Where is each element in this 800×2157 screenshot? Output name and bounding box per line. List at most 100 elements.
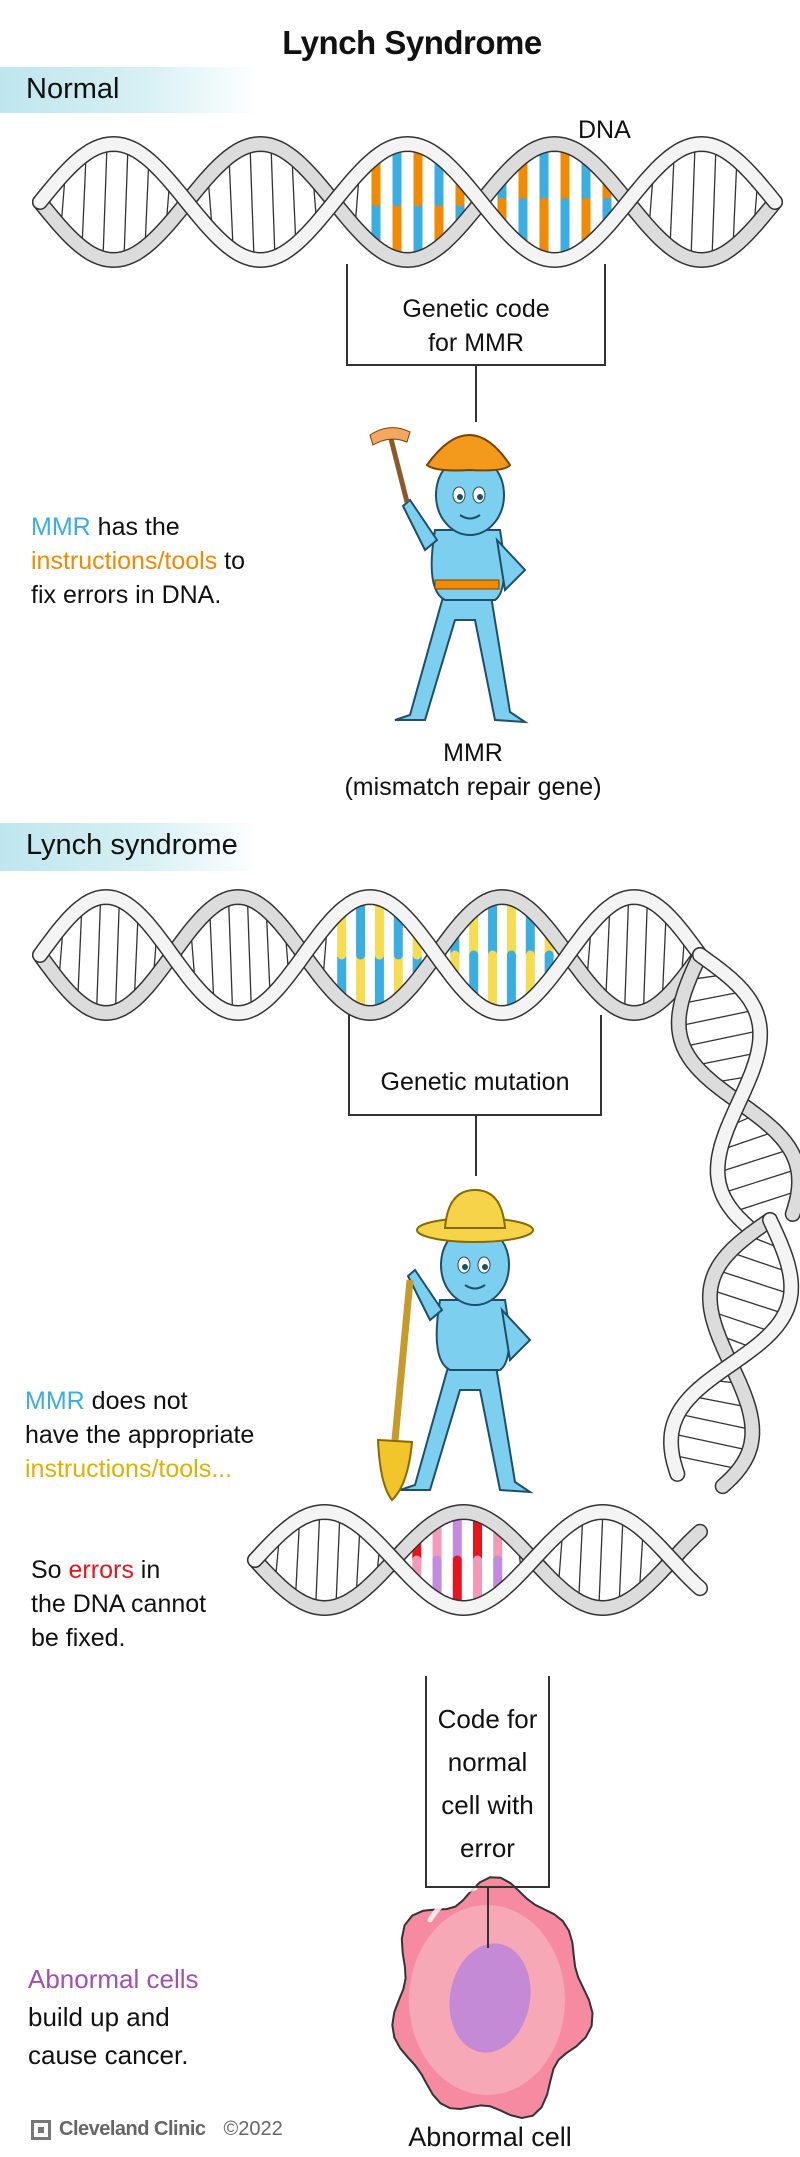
dna-rung	[227, 898, 234, 1012]
dna-rung	[95, 898, 102, 1012]
dna-rung	[690, 145, 696, 259]
dna-rung	[618, 1515, 624, 1605]
text: build up and	[28, 2002, 170, 2032]
dna-helix-loop	[670, 947, 800, 1235]
legs	[394, 589, 529, 724]
dna-rung	[681, 991, 742, 1005]
dna-strand	[33, 890, 707, 1020]
hard-hat-icon	[425, 434, 512, 472]
text: MMR	[443, 739, 503, 767]
box-line: Genetic mutation	[380, 1068, 570, 1096]
dna-strand	[248, 1505, 707, 1615]
arm	[401, 498, 439, 552]
section-band-normal: Normal	[0, 67, 260, 113]
lynch-description: MMR does not have the appropriate instru…	[25, 1384, 254, 1486]
dna-rung	[335, 1513, 341, 1607]
tools-highlight: instructions/tools	[31, 547, 218, 575]
dna-helix-loop	[663, 1212, 800, 1495]
nucleus	[449, 1943, 531, 2053]
footer: Cleveland Clinic ©2022	[31, 2118, 283, 2141]
pupil	[477, 494, 483, 500]
connector-line	[475, 366, 477, 422]
dna-rung	[246, 898, 253, 1012]
dna-strand	[693, 948, 767, 1233]
dna-strand	[672, 948, 800, 1221]
dna-rung	[315, 1512, 321, 1608]
dna-rung	[294, 1521, 301, 1599]
dna-rung	[577, 1518, 584, 1602]
box-line: error	[460, 1833, 515, 1863]
dna-strand	[703, 1213, 777, 1493]
dna-rung	[694, 1051, 760, 1066]
mmr-character-label: MMR (mismatch repair gene)	[273, 736, 673, 804]
dna-strand	[33, 137, 782, 267]
text: cause cancer.	[28, 2040, 189, 2070]
tools-highlight: instructions/tools...	[25, 1455, 233, 1483]
pupil	[462, 1264, 468, 1270]
text: be fixed.	[31, 1624, 126, 1652]
hammer-icon	[387, 434, 410, 503]
dna-rung	[671, 1432, 750, 1452]
dna-label: DNA	[578, 116, 631, 144]
pupil	[457, 494, 463, 500]
dna-rung	[133, 909, 139, 1001]
dna-rung	[623, 898, 630, 1012]
dna-strand	[33, 137, 782, 267]
box-line: normal	[447, 1747, 528, 1777]
dna-helix-lynch	[32, 888, 708, 1022]
normal-description: MMR has the instructions/tools to fix er…	[31, 510, 245, 612]
error-code-box: Code for normal cell with error	[425, 1676, 550, 1888]
section-label-normal: Normal	[26, 73, 120, 105]
shovel-icon	[376, 1438, 414, 1502]
dna-rung	[722, 1130, 776, 1151]
dna-rung	[605, 909, 611, 1001]
connector-line	[487, 1888, 489, 1948]
dna-rung	[81, 156, 87, 248]
mouth	[464, 1284, 486, 1290]
dna-strand	[33, 890, 707, 1020]
dna-rung	[670, 1454, 740, 1470]
dna-helix-error	[247, 1503, 708, 1617]
dna-rung	[693, 1395, 749, 1408]
bucket-hat-icon	[443, 1188, 507, 1229]
dna-rung	[102, 145, 108, 259]
dna-rung	[711, 1310, 775, 1334]
dna-helix-normal	[32, 135, 783, 269]
dna-rung	[642, 898, 649, 1012]
genetic-mutation-box: Genetic mutation	[348, 1015, 602, 1116]
copyright: ©2022	[223, 2118, 283, 2140]
abnormal-cell-label: Abnormal cell	[408, 2122, 572, 2152]
arm	[406, 1268, 444, 1322]
dna-rung	[678, 1009, 755, 1027]
dna-rung	[732, 156, 738, 248]
dna-rung	[683, 1029, 761, 1048]
dna-rung	[729, 1251, 788, 1273]
highlight	[427, 1885, 478, 1923]
box-line: Genetic code	[402, 295, 550, 323]
dna-strand	[248, 1505, 707, 1615]
dna-rung	[716, 1269, 791, 1295]
text: So	[31, 1556, 69, 1584]
box-line: Code for	[437, 1704, 538, 1734]
text: have the appropriate	[25, 1421, 255, 1449]
text: has the	[90, 513, 180, 541]
hammer-icon	[369, 427, 411, 446]
tool-belt-icon	[434, 579, 500, 590]
section-label-lynch: Lynch syndrome	[26, 829, 238, 861]
box-line: for MMR	[428, 329, 524, 357]
dna-rung	[669, 156, 675, 248]
dna-rung	[291, 156, 297, 248]
box-line: cell with	[441, 1790, 534, 1820]
pupil	[482, 1264, 488, 1270]
text: does not	[84, 1387, 188, 1415]
shovel-icon	[391, 1279, 414, 1441]
dna-rung	[661, 909, 667, 1001]
genetic-code-box: Genetic code for MMR	[346, 264, 606, 366]
dna-rung	[598, 1512, 604, 1608]
arm	[500, 1306, 532, 1363]
dna-rung	[270, 145, 276, 259]
abnormal-cells-text: Abnormal cells build up and cause cancer…	[28, 1960, 199, 2074]
dna-rung	[721, 1168, 798, 1194]
dna-rung	[678, 1413, 753, 1431]
